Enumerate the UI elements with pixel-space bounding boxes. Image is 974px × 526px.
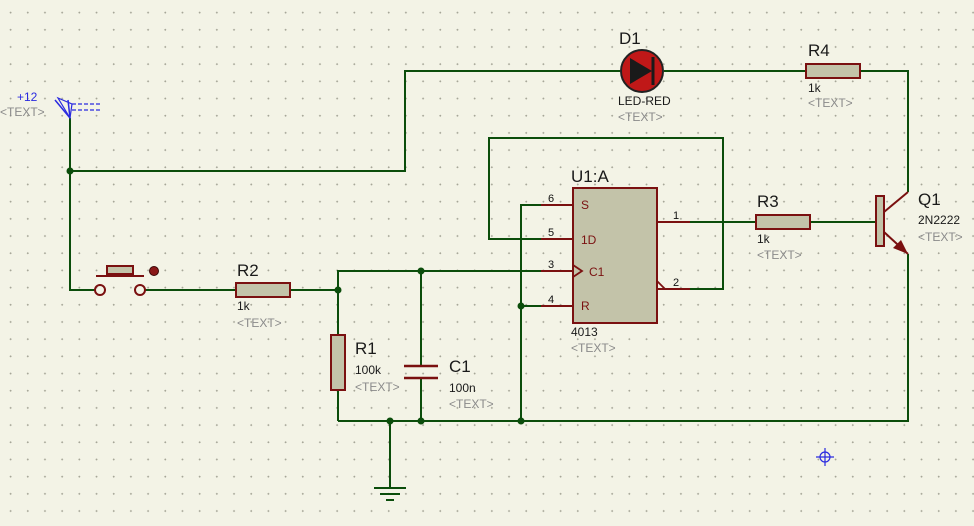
wire-top-rail[interactable] (70, 70, 620, 172)
power-terminal[interactable]: +12 <TEXT> (0, 90, 102, 120)
u1-pin-num: 1 (673, 210, 679, 222)
u1-pin-num: 4 (548, 294, 554, 306)
c1-value: 100n (449, 381, 476, 395)
r2-ref: R2 (237, 261, 259, 280)
wire-power-down[interactable] (69, 118, 95, 291)
d1-text: <TEXT> (618, 110, 663, 124)
r2-body (235, 282, 291, 298)
power-label: +12 (17, 90, 38, 104)
u1-pin-name: C1 (589, 265, 605, 279)
r2-value: 1k (237, 299, 251, 313)
u1-pin-name: S (581, 198, 589, 212)
u1-pin-name: R (581, 299, 590, 313)
u1-body (572, 187, 658, 324)
power-text: <TEXT> (0, 105, 45, 119)
c1-plates (404, 364, 438, 380)
junction-dot (66, 167, 74, 175)
u1-ref: U1:A (571, 167, 609, 186)
q1-text: <TEXT> (918, 230, 963, 244)
q1-collector (883, 191, 909, 213)
r4-body (805, 63, 861, 79)
r1-body (330, 334, 346, 391)
power-terminal-icon (56, 96, 73, 120)
q1-value: 2N2222 (918, 213, 960, 227)
c1-text: <TEXT> (449, 397, 494, 411)
u1-pin-name: 1D (581, 233, 597, 247)
wires (69, 70, 909, 488)
junction-dot (334, 286, 342, 294)
d1-value: LED-RED (618, 94, 671, 108)
wire-feedback[interactable] (488, 137, 724, 290)
r4-ref: R4 (808, 41, 830, 60)
led-d1[interactable]: D1 LED-RED <TEXT> (618, 29, 671, 124)
junction-dot (517, 417, 525, 425)
resistor-r4[interactable]: R4 1k <TEXT> (805, 41, 861, 110)
junction-dot (517, 302, 525, 310)
capacitor-c1[interactable]: C1 100n <TEXT> (404, 357, 494, 411)
u1-pin-num: 6 (548, 193, 554, 205)
push-button[interactable] (94, 265, 159, 296)
switch-state-indicator-icon[interactable] (149, 266, 159, 276)
r3-text: <TEXT> (757, 248, 802, 262)
u1-pin-num: 5 (548, 227, 554, 239)
u1-text: <TEXT> (571, 341, 616, 355)
u1-pin-num: 3 (548, 259, 554, 271)
r3-value: 1k (757, 232, 771, 246)
resistor-r1[interactable]: R1 100k <TEXT> (330, 334, 400, 394)
wire-r4-q1[interactable] (860, 70, 909, 192)
ground-symbol[interactable] (374, 487, 406, 501)
flipflop-u1a[interactable]: 6 S 5 1D 3 C1 4 R 1 2 U1:A 4013 <TEXT> (541, 167, 690, 355)
wire-clock-net[interactable] (337, 270, 573, 290)
junction-dot (417, 417, 425, 425)
resistor-r2[interactable]: R2 1k <TEXT> (235, 261, 291, 330)
switch-contact-right (134, 284, 146, 296)
r4-value: 1k (808, 81, 822, 95)
switch-contact-left (94, 284, 106, 296)
origin-marker-icon (816, 448, 834, 466)
switch-cap (106, 265, 134, 275)
junction-dot (417, 267, 425, 275)
r4-text: <TEXT> (808, 96, 853, 110)
r3-body (755, 214, 811, 230)
r1-text: <TEXT> (355, 380, 400, 394)
junctions (66, 167, 525, 425)
r1-value: 100k (355, 363, 382, 377)
d1-ref: D1 (619, 29, 641, 48)
resistor-r3[interactable]: R3 1k <TEXT> (755, 192, 811, 262)
u1-value: 4013 (571, 325, 598, 339)
q1-base-bar (875, 195, 885, 247)
transistor-q1[interactable]: Q1 2N2222 <TEXT> (875, 190, 963, 255)
u1-pin-num: 2 (673, 277, 679, 289)
inverted-output-icon (656, 280, 666, 290)
u1-right-pins (657, 221, 690, 290)
r3-ref: R3 (757, 192, 779, 211)
wire-s-r-ground[interactable] (520, 204, 573, 421)
wire-ground-bus[interactable] (338, 254, 909, 422)
r2-text: <TEXT> (237, 316, 282, 330)
r1-ref: R1 (355, 339, 377, 358)
junction-dot (386, 417, 394, 425)
diode-arrow-icon (630, 58, 652, 84)
c1-ref: C1 (449, 357, 471, 376)
q1-emitter-arrow-icon (893, 240, 908, 254)
power-dashes (72, 103, 102, 111)
u1-left-pins (541, 204, 573, 307)
clock-triangle-icon (572, 264, 584, 278)
q1-ref: Q1 (918, 190, 941, 209)
